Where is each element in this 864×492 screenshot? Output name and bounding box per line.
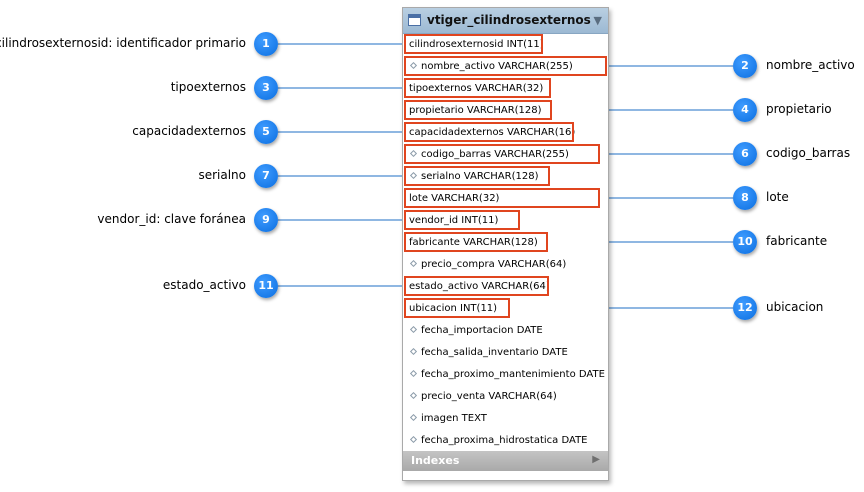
column-label: fecha_proxima_hidrostatica DATE: [421, 435, 588, 446]
callout-badge: 10: [733, 230, 757, 254]
column-row[interactable]: propietario VARCHAR(128): [409, 104, 542, 118]
callout-note: tipoexternos: [170, 80, 246, 94]
table-icon: [408, 14, 421, 26]
callout-note: cilindrosexternosid: identificador prima…: [0, 36, 246, 50]
diamond-icon: [409, 435, 418, 444]
column-label: cilindrosexternosid INT(11): [409, 39, 544, 50]
table-header[interactable]: vtiger_cilindrosexternos ▼: [403, 8, 608, 34]
callout-note: estado_activo: [162, 278, 246, 292]
column-label: fabricante VARCHAR(128): [409, 237, 538, 248]
column-row[interactable]: ubicacion INT(11): [409, 302, 497, 316]
callout-badge: 9: [254, 208, 278, 232]
callout-note: ubicacion: [766, 300, 824, 314]
column-row[interactable]: nombre_activo VARCHAR(255): [409, 60, 573, 74]
callout-badge: 2: [733, 54, 757, 78]
column-label: precio_venta VARCHAR(64): [421, 391, 557, 402]
column-label: lote VARCHAR(32): [409, 193, 500, 204]
column-row[interactable]: cilindrosexternosid INT(11): [409, 38, 544, 52]
table-title: vtiger_cilindrosexternos: [427, 13, 591, 27]
entity-table[interactable]: vtiger_cilindrosexternos ▼ cilindrosexte…: [402, 7, 609, 481]
callout-badge: 1: [254, 32, 278, 56]
callout-note: vendor_id: clave foránea: [97, 212, 246, 226]
column-row[interactable]: lote VARCHAR(32): [409, 192, 499, 206]
diamond-icon: [409, 369, 418, 378]
column-label: estado_activo VARCHAR(64): [409, 281, 550, 292]
diamond-icon: [409, 413, 418, 422]
column-row[interactable]: serialno VARCHAR(128): [409, 170, 538, 184]
column-label: ubicacion INT(11): [409, 303, 498, 314]
column-row[interactable]: imagen TEXT: [409, 412, 487, 426]
indexes-section[interactable]: Indexes ▶: [403, 451, 608, 471]
column-row[interactable]: fecha_proximo_mantenimiento DATE: [409, 368, 605, 382]
diamond-icon: [409, 149, 418, 158]
collapse-triangle-icon[interactable]: ▼: [593, 14, 602, 27]
column-label: tipoexternos VARCHAR(32): [409, 83, 544, 94]
callout-note: lote: [766, 190, 789, 204]
column-row[interactable]: precio_compra VARCHAR(64): [409, 258, 566, 272]
column-label: capacidadexternos VARCHAR(16): [409, 127, 576, 138]
diamond-icon: [409, 171, 418, 180]
diamond-icon: [409, 61, 418, 70]
column-row[interactable]: fabricante VARCHAR(128): [409, 236, 538, 250]
callout-badge: 4: [733, 98, 757, 122]
column-row[interactable]: fecha_proxima_hidrostatica DATE: [409, 434, 588, 448]
column-label: codigo_barras VARCHAR(255): [421, 149, 569, 160]
callout-badge: 8: [733, 186, 757, 210]
diamond-icon: [409, 259, 418, 268]
callout-badge: 3: [254, 76, 278, 100]
callout-note: capacidadexternos: [132, 124, 246, 138]
callout-badge: 6: [733, 142, 757, 166]
diamond-icon: [409, 347, 418, 356]
column-row[interactable]: tipoexternos VARCHAR(32): [409, 82, 543, 96]
callout-note: propietario: [766, 102, 832, 116]
diamond-icon: [409, 325, 418, 334]
column-label: serialno VARCHAR(128): [421, 171, 539, 182]
expand-triangle-icon[interactable]: ▶: [592, 454, 600, 465]
column-row[interactable]: capacidadexternos VARCHAR(16): [409, 126, 575, 140]
column-label: precio_compra VARCHAR(64): [421, 259, 567, 270]
callout-note: nombre_activo: [766, 58, 855, 72]
column-label: fecha_proximo_mantenimiento DATE: [421, 369, 605, 380]
callout-badge: 12: [733, 296, 757, 320]
column-row[interactable]: estado_activo VARCHAR(64): [409, 280, 550, 294]
column-row[interactable]: fecha_salida_inventario DATE: [409, 346, 568, 360]
column-label: fecha_salida_inventario DATE: [421, 347, 568, 358]
callout-badge: 7: [254, 164, 278, 188]
column-label: nombre_activo VARCHAR(255): [421, 61, 573, 72]
callout-note: codigo_barras: [766, 146, 851, 160]
diamond-icon: [409, 391, 418, 400]
indexes-label: Indexes: [411, 454, 460, 467]
callout-badge: 11: [254, 274, 278, 298]
column-label: propietario VARCHAR(128): [409, 105, 542, 116]
column-label: vendor_id INT(11): [409, 215, 499, 226]
column-row[interactable]: precio_venta VARCHAR(64): [409, 390, 557, 404]
column-label: fecha_importacion DATE: [421, 325, 543, 336]
column-row[interactable]: vendor_id INT(11): [409, 214, 498, 228]
callout-note: fabricante: [766, 234, 828, 248]
callout-note: serialno: [198, 168, 246, 182]
column-label: imagen TEXT: [421, 413, 487, 424]
column-row[interactable]: codigo_barras VARCHAR(255): [409, 148, 569, 162]
callout-badge: 5: [254, 120, 278, 144]
column-row[interactable]: fecha_importacion DATE: [409, 324, 543, 338]
